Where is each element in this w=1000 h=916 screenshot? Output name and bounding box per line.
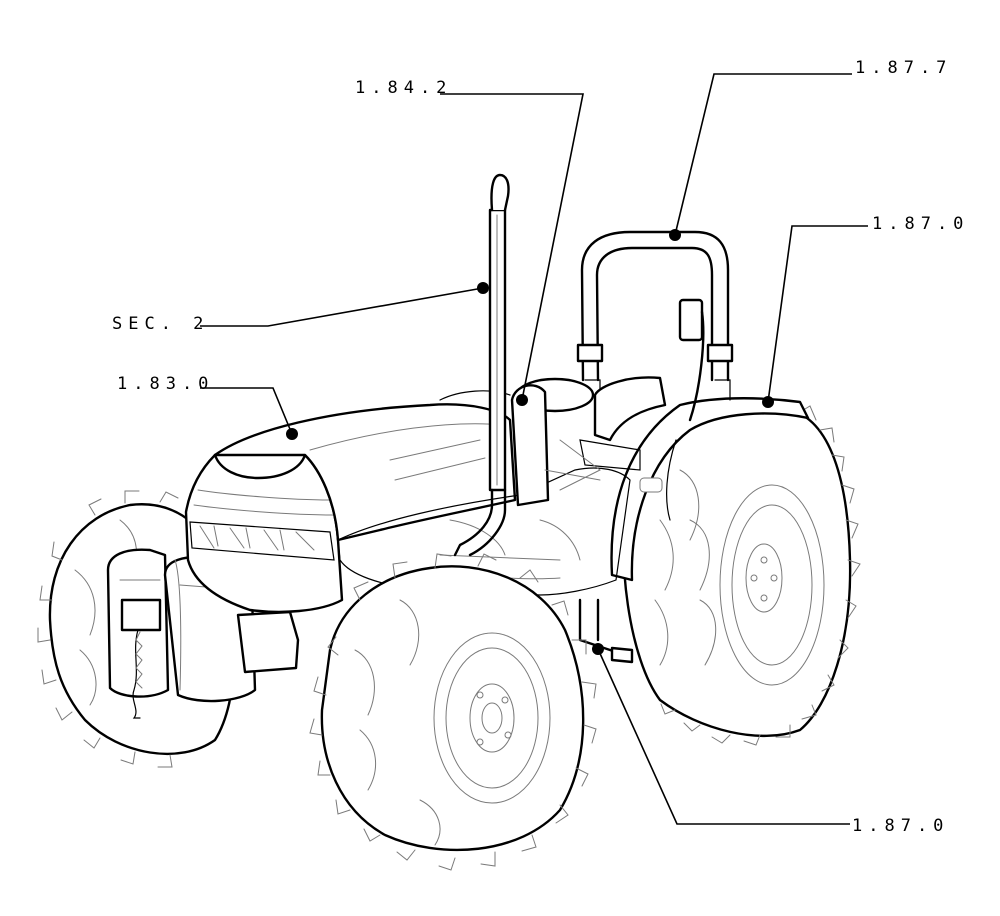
front-weights	[106, 548, 300, 719]
callout-label-rear-fender: 1.87.0	[872, 214, 969, 234]
callout-label-step: 1.87.0	[852, 816, 949, 836]
callout-rops: 1.87.7	[669, 58, 952, 241]
exhaust-stack	[453, 173, 510, 557]
step	[578, 598, 634, 664]
callout-exhaust: 1.84.2	[355, 78, 584, 406]
rear-right-tire	[622, 405, 861, 746]
callout-label-hood: 1.83.0	[117, 374, 214, 394]
front-right-tire	[309, 553, 597, 871]
tractor-illustration	[37, 173, 861, 871]
callout-label-rops: 1.87.7	[855, 58, 952, 78]
rops-roll-bar	[576, 230, 734, 401]
callout-label-exhaust: 1.84.2	[355, 78, 452, 98]
front-grille	[184, 441, 344, 614]
callout-rear-fender: 1.87.0	[762, 214, 969, 408]
rear-fender	[610, 397, 810, 582]
mirror	[678, 298, 705, 422]
callout-muffler: SEC. 2	[112, 282, 489, 334]
operator-station	[510, 376, 667, 507]
callout-step: 1.87.0	[592, 643, 949, 836]
callout-label-muffler: SEC. 2	[112, 314, 209, 334]
callout-hood: 1.83.0	[117, 374, 298, 440]
